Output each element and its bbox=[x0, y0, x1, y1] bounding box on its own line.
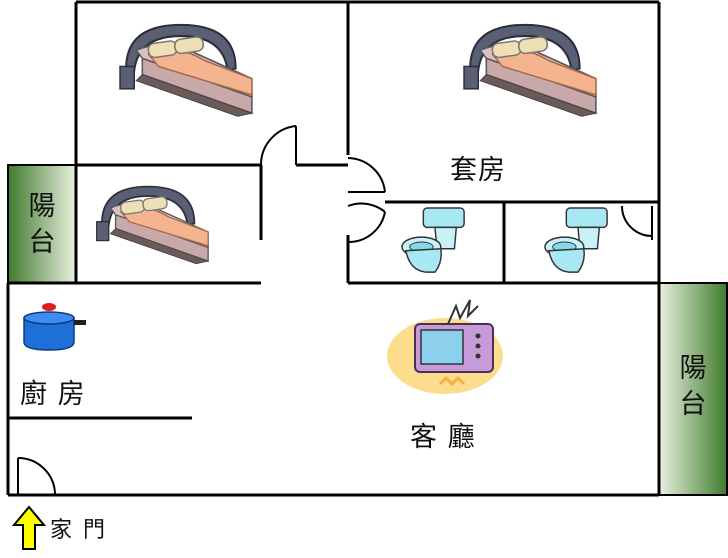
living-room-label: 客 廳 bbox=[410, 422, 476, 453]
entrance-label: 家 門 bbox=[50, 518, 107, 543]
kitchen-label: 廚 房 bbox=[20, 379, 86, 410]
bed-icon bbox=[95, 185, 210, 265]
toilet-icon bbox=[401, 207, 465, 273]
balcony-left bbox=[7, 164, 77, 284]
balcony-left-label-box: 陽台 bbox=[8, 185, 76, 265]
door-swing-icon bbox=[17, 125, 653, 496]
walls bbox=[6, 0, 661, 497]
pot-icon bbox=[23, 303, 86, 351]
balcony-left-label: 陽台 bbox=[28, 191, 56, 258]
balcony-right-label: 陽台 bbox=[679, 353, 707, 420]
bed-icon bbox=[118, 23, 254, 118]
television-icon bbox=[387, 299, 503, 394]
bed-icon bbox=[462, 23, 598, 118]
balcony-right-label-box: 陽台 bbox=[659, 345, 727, 429]
balcony-right bbox=[658, 282, 728, 496]
entrance: 家 門 bbox=[12, 505, 107, 551]
toilet-icon bbox=[544, 207, 608, 273]
arrow-up-icon bbox=[12, 505, 46, 550]
suite-label: 套房 bbox=[450, 155, 506, 186]
